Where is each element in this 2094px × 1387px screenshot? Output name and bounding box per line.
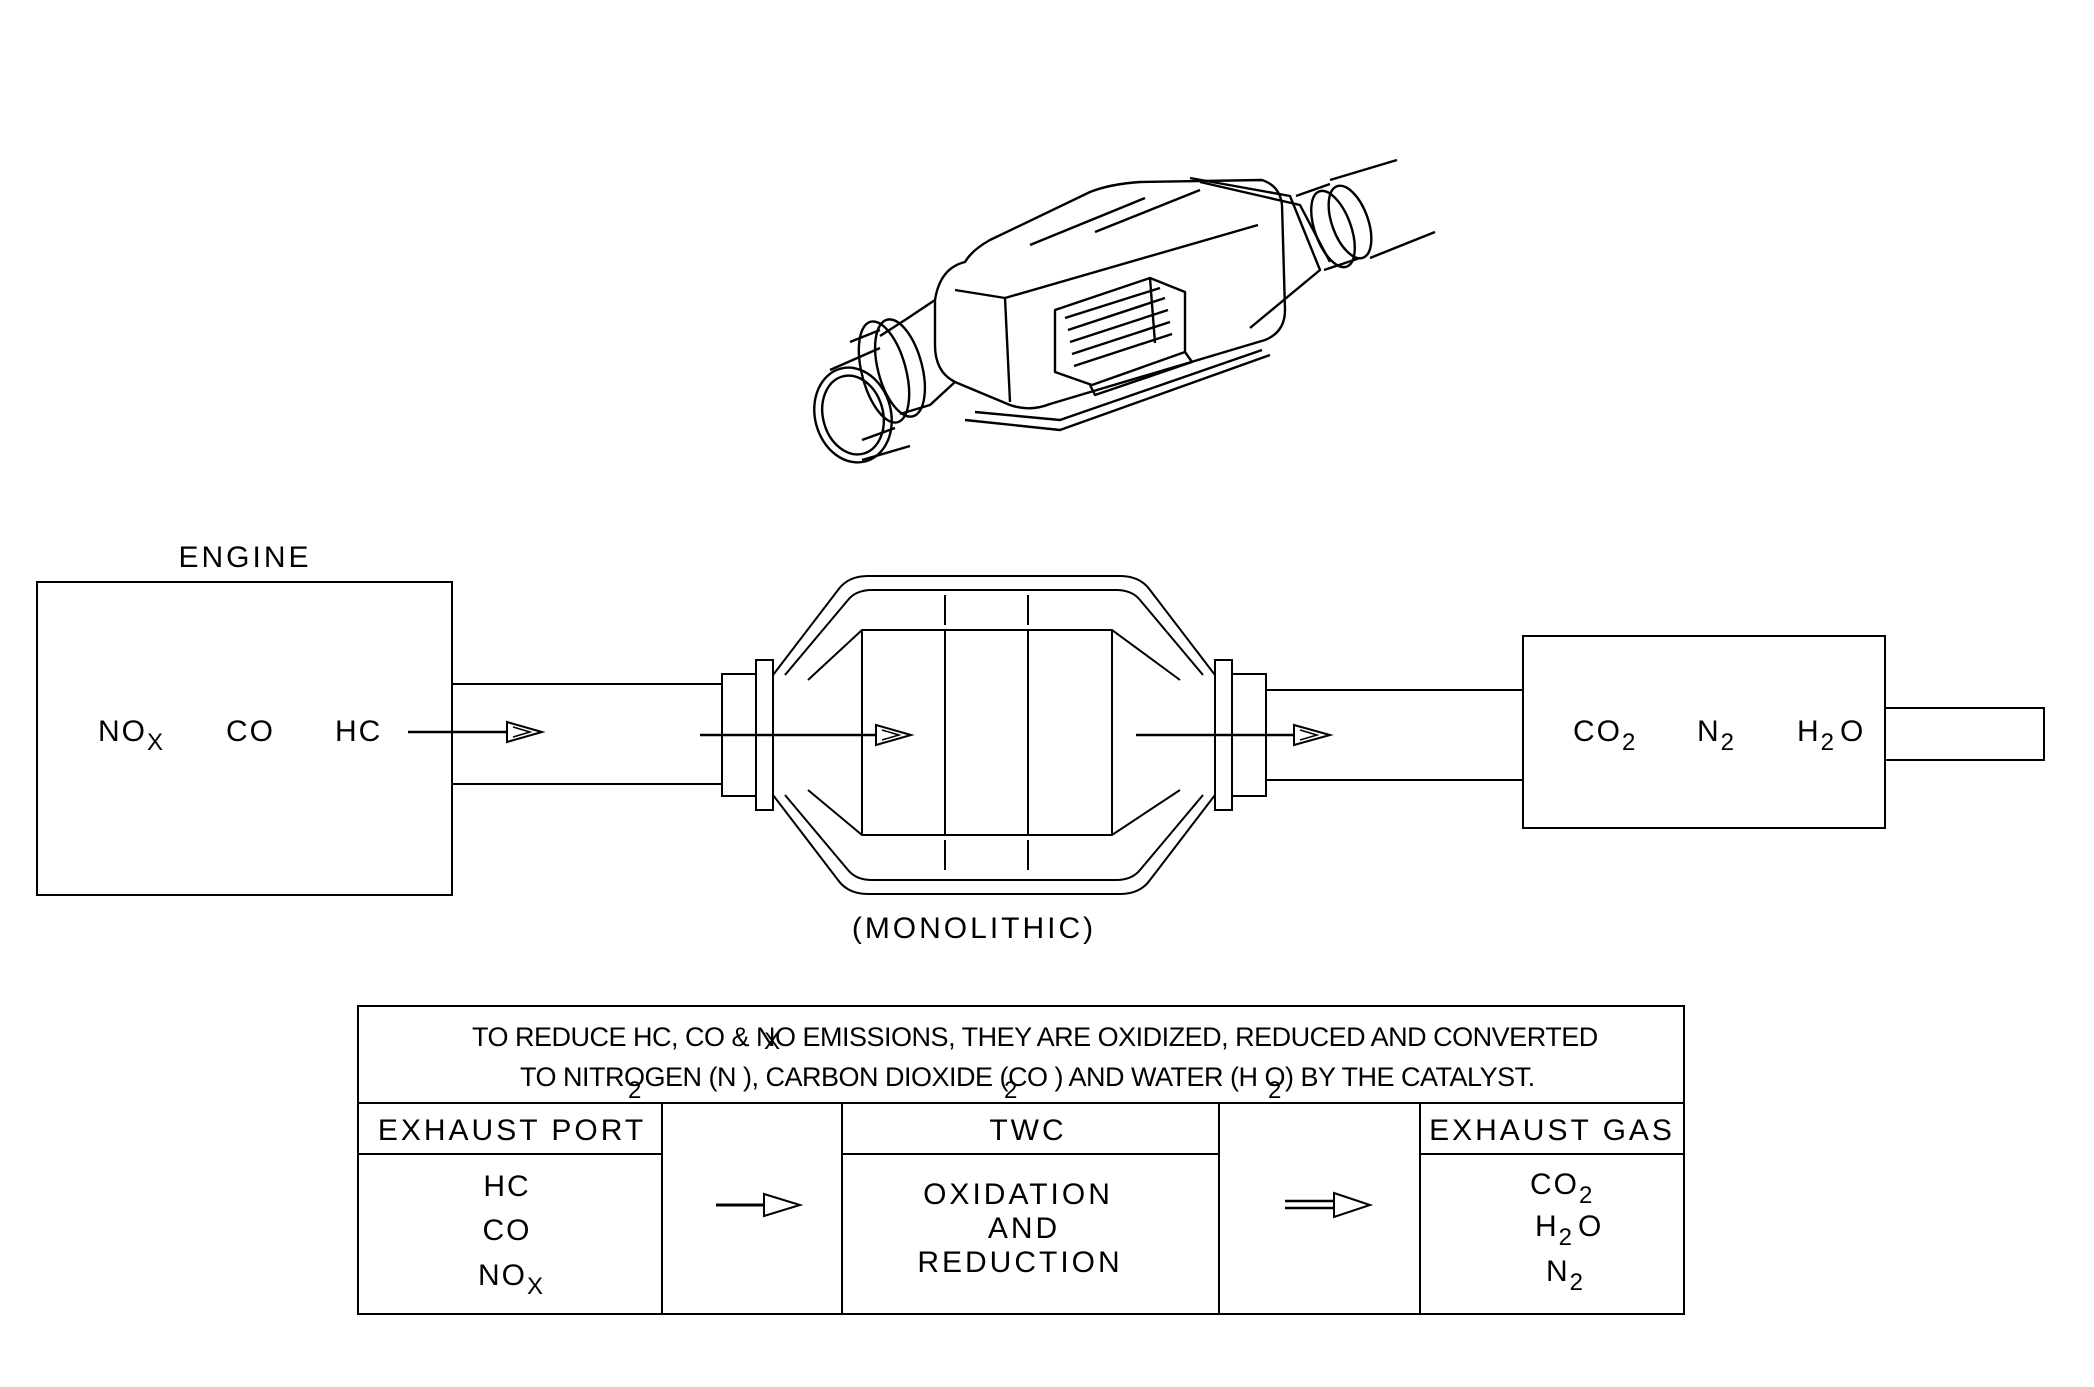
engine-label: ENGINE xyxy=(178,541,311,574)
outlet-gas-n2: N2 xyxy=(1697,715,1736,756)
table-note-line-2-subscript-2: 2 xyxy=(1004,1077,1017,1104)
exhaust-port-hc: HC xyxy=(483,1170,530,1203)
flow-arrow-outlet xyxy=(1136,723,1334,747)
svg-text:NOX: NOX xyxy=(98,715,165,756)
table-arrow-1 xyxy=(716,1192,804,1218)
table-note: TO REDUCE HC, CO & NO EMISSIONS, THEY AR… xyxy=(472,1022,1598,1104)
engine-gas-co: CO xyxy=(226,715,275,748)
table-note-line-2: TO NITROGEN (N ), CARBON DIOXIDE (CO ) A… xyxy=(520,1062,1535,1092)
engine-gas-nox: NOX xyxy=(98,715,165,756)
svg-text:CO2: CO2 xyxy=(1530,1168,1594,1209)
flow-arrow-converter xyxy=(700,723,915,747)
table-note-line-1-subscript: X xyxy=(764,1028,780,1055)
converter-illustration xyxy=(813,158,1436,464)
exhaust-port-co: CO xyxy=(483,1214,532,1247)
svg-text:N2: N2 xyxy=(1697,715,1736,756)
twc-line-and: AND xyxy=(988,1212,1060,1245)
table-note-line-2-subscript-1: 2 xyxy=(628,1077,641,1104)
table-note-line-2-subscript-3: 2 xyxy=(1268,1077,1281,1104)
monolithic-label: (MONOLITHIC) xyxy=(852,912,1096,945)
svg-text:H2O: H2O xyxy=(1535,1210,1603,1251)
table-arrow-2 xyxy=(1285,1191,1374,1219)
twc-line-reduction: REDUCTION xyxy=(917,1246,1122,1279)
flow-arrow-engine xyxy=(408,720,546,744)
outlet-pipe xyxy=(1266,689,1523,781)
twc-line-oxidation: OXIDATION xyxy=(923,1178,1113,1211)
column-header-exhaust-port: EXHAUST PORT xyxy=(378,1114,646,1147)
exhaust-gas-n2: N2 xyxy=(1546,1255,1585,1296)
svg-text:H2O: H2O xyxy=(1797,715,1865,756)
engine-gas-hc: HC xyxy=(335,715,382,748)
svg-text:CO2: CO2 xyxy=(1573,715,1637,756)
inlet-pipe xyxy=(452,683,722,785)
tailpipe xyxy=(1885,707,2045,761)
table-note-line-1: TO REDUCE HC, CO & NO EMISSIONS, THEY AR… xyxy=(472,1022,1598,1052)
engine-block xyxy=(36,581,453,896)
column-header-exhaust-gas: EXHAUST GAS xyxy=(1429,1114,1675,1147)
exhaust-box xyxy=(1522,635,1886,829)
exhaust-port-nox: NOX xyxy=(478,1259,545,1300)
summary-table xyxy=(357,1005,1685,1315)
outlet-gas-co2: CO2 xyxy=(1573,715,1637,756)
svg-text:N2: N2 xyxy=(1546,1255,1585,1296)
column-header-twc: TWC xyxy=(989,1114,1066,1147)
svg-text:NOX: NOX xyxy=(478,1259,545,1300)
exhaust-gas-co2: CO2 xyxy=(1530,1168,1594,1209)
